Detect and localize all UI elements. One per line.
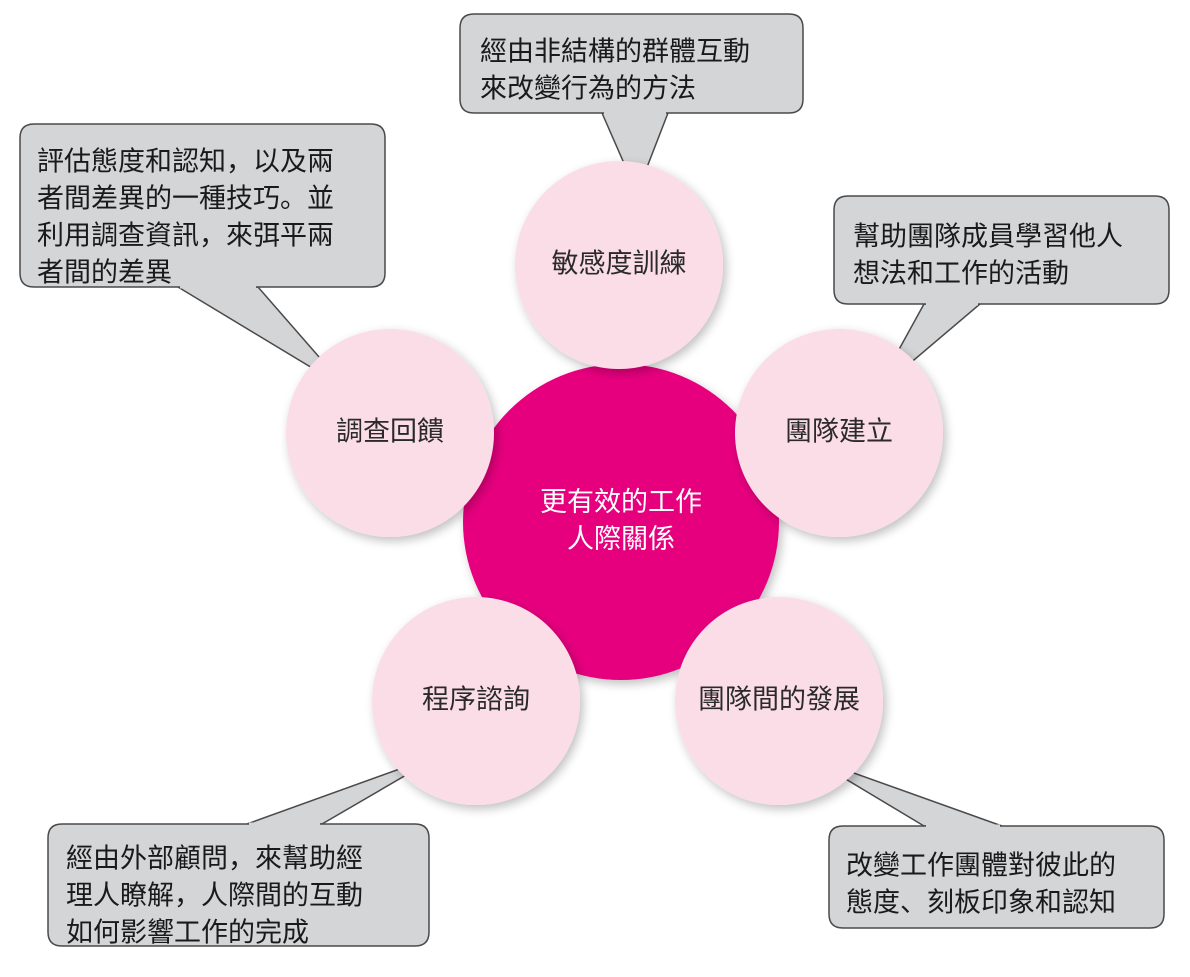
callout-box bbox=[459, 13, 804, 114]
callout-text-line: 態度、刻板印象和認知 bbox=[846, 888, 1116, 919]
node-label: 團隊建立 bbox=[785, 417, 893, 448]
callout-box bbox=[19, 123, 386, 288]
callout-text-line: 利用調查資訊，來弭平兩 bbox=[37, 221, 334, 252]
callout-text-line: 者間差異的一種技巧。並 bbox=[37, 184, 334, 215]
callout-text-line: 如何影響工作的完成 bbox=[66, 918, 309, 949]
node-survey-feedback: 調查回饋 bbox=[286, 329, 494, 537]
callout-text-line: 經由非結構的群體互動 bbox=[480, 37, 750, 68]
node-sensitivity-training: 敏感度訓練 bbox=[515, 161, 723, 369]
node-circle bbox=[735, 329, 943, 537]
node-intergroup-development: 團隊間的發展 bbox=[675, 597, 883, 805]
callout-text-line: 理人瞭解，人際間的互動 bbox=[66, 881, 363, 912]
node-circle bbox=[515, 161, 723, 369]
node-team-building: 團隊建立 bbox=[735, 329, 943, 537]
callout-text-line: 評估態度和認知，以及兩 bbox=[37, 147, 334, 178]
node-circle bbox=[675, 597, 883, 805]
node-circle bbox=[286, 329, 494, 537]
callout-text-line: 改變工作團體對彼此的 bbox=[846, 851, 1116, 882]
callout-box bbox=[47, 823, 430, 947]
node-label: 敏感度訓練 bbox=[552, 249, 687, 280]
node-process-consultation: 程序諮詢 bbox=[372, 597, 580, 805]
callout-text-line: 者間的差異 bbox=[37, 258, 172, 289]
node-label: 團隊間的發展 bbox=[698, 685, 860, 716]
callout-text-line: 來改變行為的方法 bbox=[480, 74, 696, 105]
node-circle bbox=[372, 597, 580, 805]
callout-text-line: 想法和工作的活動 bbox=[853, 259, 1069, 290]
center-label-line: 更有效的工作 bbox=[540, 487, 702, 518]
callout-box bbox=[828, 825, 1165, 929]
node-label: 調查回饋 bbox=[336, 417, 444, 448]
callout-text-line: 經由外部顧問，來幫助經 bbox=[66, 844, 363, 875]
callout-text-line: 幫助團隊成員學習他人 bbox=[853, 222, 1123, 253]
callout-box bbox=[833, 195, 1170, 305]
node-label: 程序諮詢 bbox=[422, 685, 530, 716]
center-circle bbox=[463, 364, 779, 680]
center-label-line: 人際關係 bbox=[567, 524, 675, 555]
